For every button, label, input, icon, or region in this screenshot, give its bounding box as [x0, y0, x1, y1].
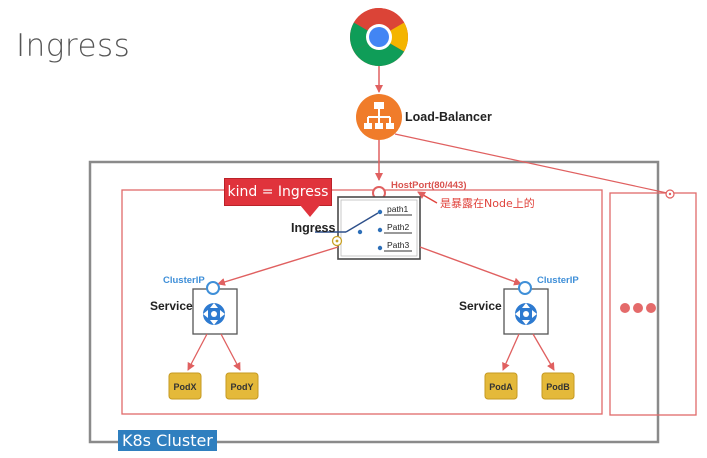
- lb-to-other-node-line: [394, 133, 668, 194]
- svg-text:PodY: PodY: [230, 382, 253, 392]
- k8s-cluster-boundary: [88, 160, 660, 444]
- ingress-path-2: Path2: [387, 222, 409, 232]
- load-balancer-label: Load-Balancer: [405, 110, 492, 124]
- callout-tail: [300, 205, 320, 217]
- service-icon: [515, 303, 537, 325]
- clusterip-right-circle: [518, 281, 532, 295]
- pod-x: PodX: [168, 372, 202, 400]
- hostport-note: 是暴露在Node上的: [440, 196, 535, 210]
- service-right-label: Service: [459, 299, 502, 313]
- service-icon: [203, 303, 225, 325]
- ellipsis-icon: [620, 303, 656, 313]
- svg-text:PodX: PodX: [173, 382, 196, 392]
- clusterip-left-label: ClusterIP: [163, 275, 205, 286]
- chrome-icon: [350, 8, 408, 66]
- ingress-path-1: path1: [387, 204, 409, 214]
- pod-b: PodB: [541, 372, 575, 400]
- ingress-to-service-right: [419, 246, 522, 286]
- hostport-note-pointer: [417, 191, 438, 204]
- svg-text:PodB: PodB: [546, 382, 570, 392]
- load-balancer-icon: [356, 94, 402, 140]
- ingress-to-service-left: [217, 246, 339, 286]
- ingress-label: Ingress: [291, 221, 336, 235]
- svg-text:PodA: PodA: [489, 382, 513, 392]
- ingress-path-3: Path3: [387, 240, 409, 250]
- clusterip-right-label: ClusterIP: [537, 275, 579, 286]
- page-title: Ingress: [16, 28, 131, 64]
- hostport-label: HostPort(80/443): [391, 180, 467, 191]
- node-box-other: [609, 192, 697, 416]
- pod-y: PodY: [225, 372, 259, 400]
- node-box-main: [121, 189, 603, 415]
- clusterip-left-circle: [206, 281, 220, 295]
- service-left-label: Service: [150, 299, 193, 313]
- k8s-cluster-label: K8s Cluster: [118, 430, 217, 451]
- pod-a: PodA: [484, 372, 518, 400]
- kind-ingress-callout: kind = Ingress: [224, 178, 332, 206]
